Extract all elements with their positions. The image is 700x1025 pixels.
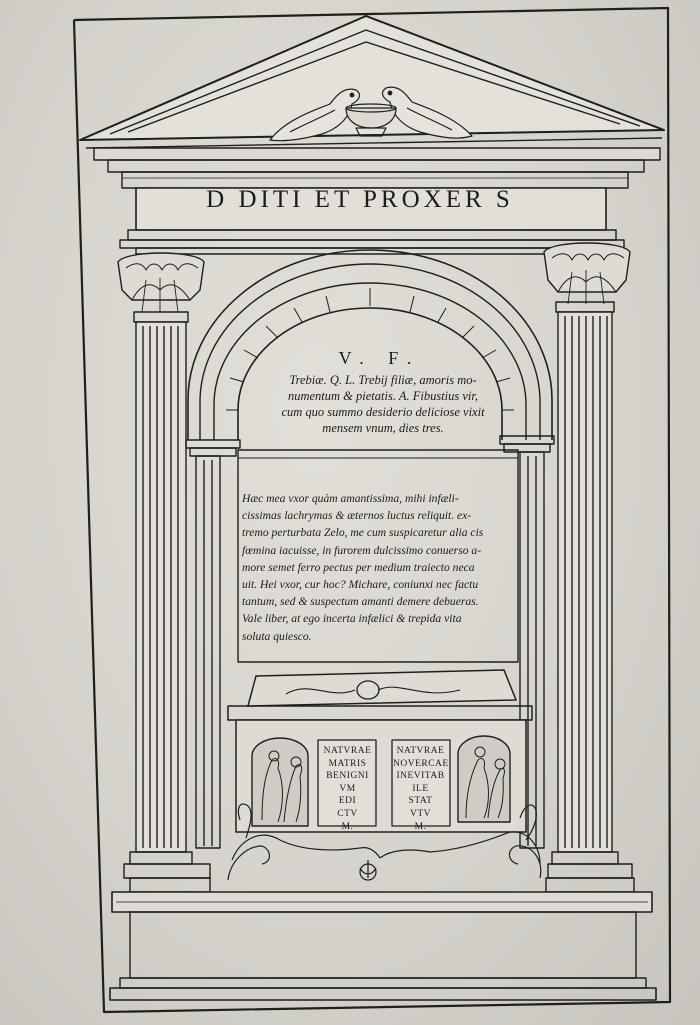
epitaph-line: Hæc mea vxor quàm amantissima, mihi infæ… xyxy=(242,492,459,505)
tablet-line: INEVITAB xyxy=(396,771,445,782)
tablet-line: STAT xyxy=(408,796,433,807)
tablet-line: M. xyxy=(414,821,427,832)
relief-niches xyxy=(251,735,511,827)
upper-inscription-line: mensem vnum, dies tres. xyxy=(322,421,444,435)
epitaph-line: fœmina iacuisse, in furorem dulcissimo c… xyxy=(242,543,482,557)
epitaph-line: tantum, sed & suspectum amanti demere de… xyxy=(242,595,479,609)
upper-inscription: Trebiæ. Q. L. Trebij filiæ, amoris mo- n… xyxy=(248,372,518,436)
tablet-left-inscription: NATVRAE MATRIS BENIGNI VM EDI CTV M. xyxy=(320,745,375,833)
podium xyxy=(109,891,657,1001)
page-border xyxy=(72,6,672,1014)
pediment xyxy=(79,15,665,189)
tablet-line: VTV xyxy=(409,808,432,819)
upper-inscription-line: cum quo summo desiderio deliciose vixit xyxy=(281,405,485,419)
upper-inscription-line: numentum & pietatis. A. Fibustius vir, xyxy=(287,389,479,403)
epitaph-line: uit. Hei vxor, cur hoc? Michare, coniunx… xyxy=(242,578,479,592)
tablet-line: NATVRAE xyxy=(396,746,445,756)
tablet-right-inscription: NATVRAE NOVERCAE INEVITAB ILE STAT VTV M… xyxy=(393,745,448,833)
acanthus-scrolls xyxy=(227,803,542,881)
epitaph-text: Hæc mea vxor quàm amantissima, mihi infæ… xyxy=(242,490,522,645)
tablet-line: EDI xyxy=(338,796,357,807)
inscription-panel xyxy=(237,449,519,663)
doves-ornament xyxy=(269,86,473,142)
epitaph-line: tremo perturbata Zelo, me cum suspicaret… xyxy=(242,526,484,540)
tablet-line: MATRIS xyxy=(328,758,367,769)
tablet-line: M. xyxy=(341,821,354,832)
epitaph-line: Vale liber, at ego incerta infælici & tr… xyxy=(242,612,462,626)
tablet-line: VM xyxy=(339,783,356,794)
frieze-inscription: D DITI ET PROXER S xyxy=(206,186,514,213)
epitaph-line: more semet ferro pectus per medium traie… xyxy=(242,560,475,574)
upper-inscription-line: Trebiæ. Q. L. Trebij filiæ, amoris mo- xyxy=(289,373,477,387)
text-tablets xyxy=(317,739,451,827)
epitaph-line: soluta quiesco. xyxy=(242,629,312,643)
right-column xyxy=(543,242,635,893)
inner-pilasters xyxy=(185,435,555,849)
epitaph-line: cissimas lachrymas & æternos luctus reli… xyxy=(242,509,472,523)
tablet-line: NATVRAE xyxy=(323,746,372,756)
frieze xyxy=(119,187,625,255)
left-column xyxy=(117,252,211,893)
tablet-line: ILE xyxy=(412,783,429,794)
inscription-heading: V. F. xyxy=(338,348,422,368)
tablet-line: BENIGNI xyxy=(326,771,369,782)
tablet-line: CTV xyxy=(337,808,358,819)
tablet-line: NOVERCAE xyxy=(393,758,449,769)
arch xyxy=(187,249,553,440)
